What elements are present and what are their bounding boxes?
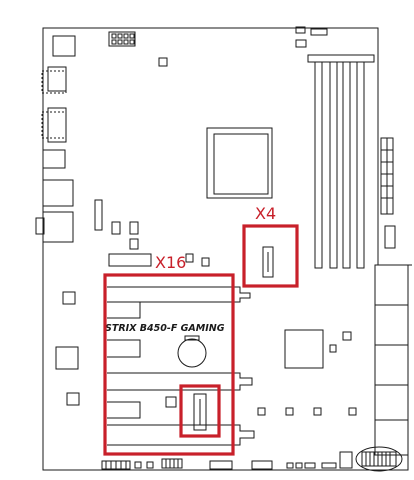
m2-slot-lower	[193, 393, 207, 431]
small-component-lower	[165, 396, 177, 408]
cpu-socket	[206, 127, 273, 199]
chipset-side-component-2	[342, 331, 352, 341]
chipset-side-component	[329, 344, 337, 353]
m2-slot-upper	[262, 246, 274, 278]
x16-callout: X16	[103, 253, 235, 456]
board-model-label: STRIX B450-F GAMING	[105, 323, 225, 334]
atx-power-connector	[380, 137, 394, 215]
lower-m2-highlight-box	[179, 384, 221, 438]
cpu-power-connector	[108, 31, 136, 47]
small-component	[158, 57, 168, 67]
x4-highlight-box	[242, 224, 299, 288]
chipset	[284, 329, 324, 369]
board-outline	[42, 27, 409, 471]
x4-label: X4	[255, 204, 276, 223]
usb-header-right	[384, 225, 396, 249]
sata-connectors	[374, 264, 412, 456]
misc-components	[55, 199, 210, 406]
x16-highlight-box	[103, 273, 235, 456]
rear-io-area	[35, 35, 76, 243]
x16-label: X16	[155, 253, 186, 272]
m2-mount-points	[257, 407, 357, 416]
cmos-battery	[177, 338, 207, 368]
fan-header-top	[295, 26, 328, 48]
bottom-headers	[101, 451, 353, 470]
battery-clip	[184, 335, 200, 341]
dimm-slots	[307, 54, 375, 269]
bottom-right-header	[355, 446, 403, 472]
x4-callout: X4	[242, 204, 299, 288]
pcie-slots	[107, 286, 255, 446]
